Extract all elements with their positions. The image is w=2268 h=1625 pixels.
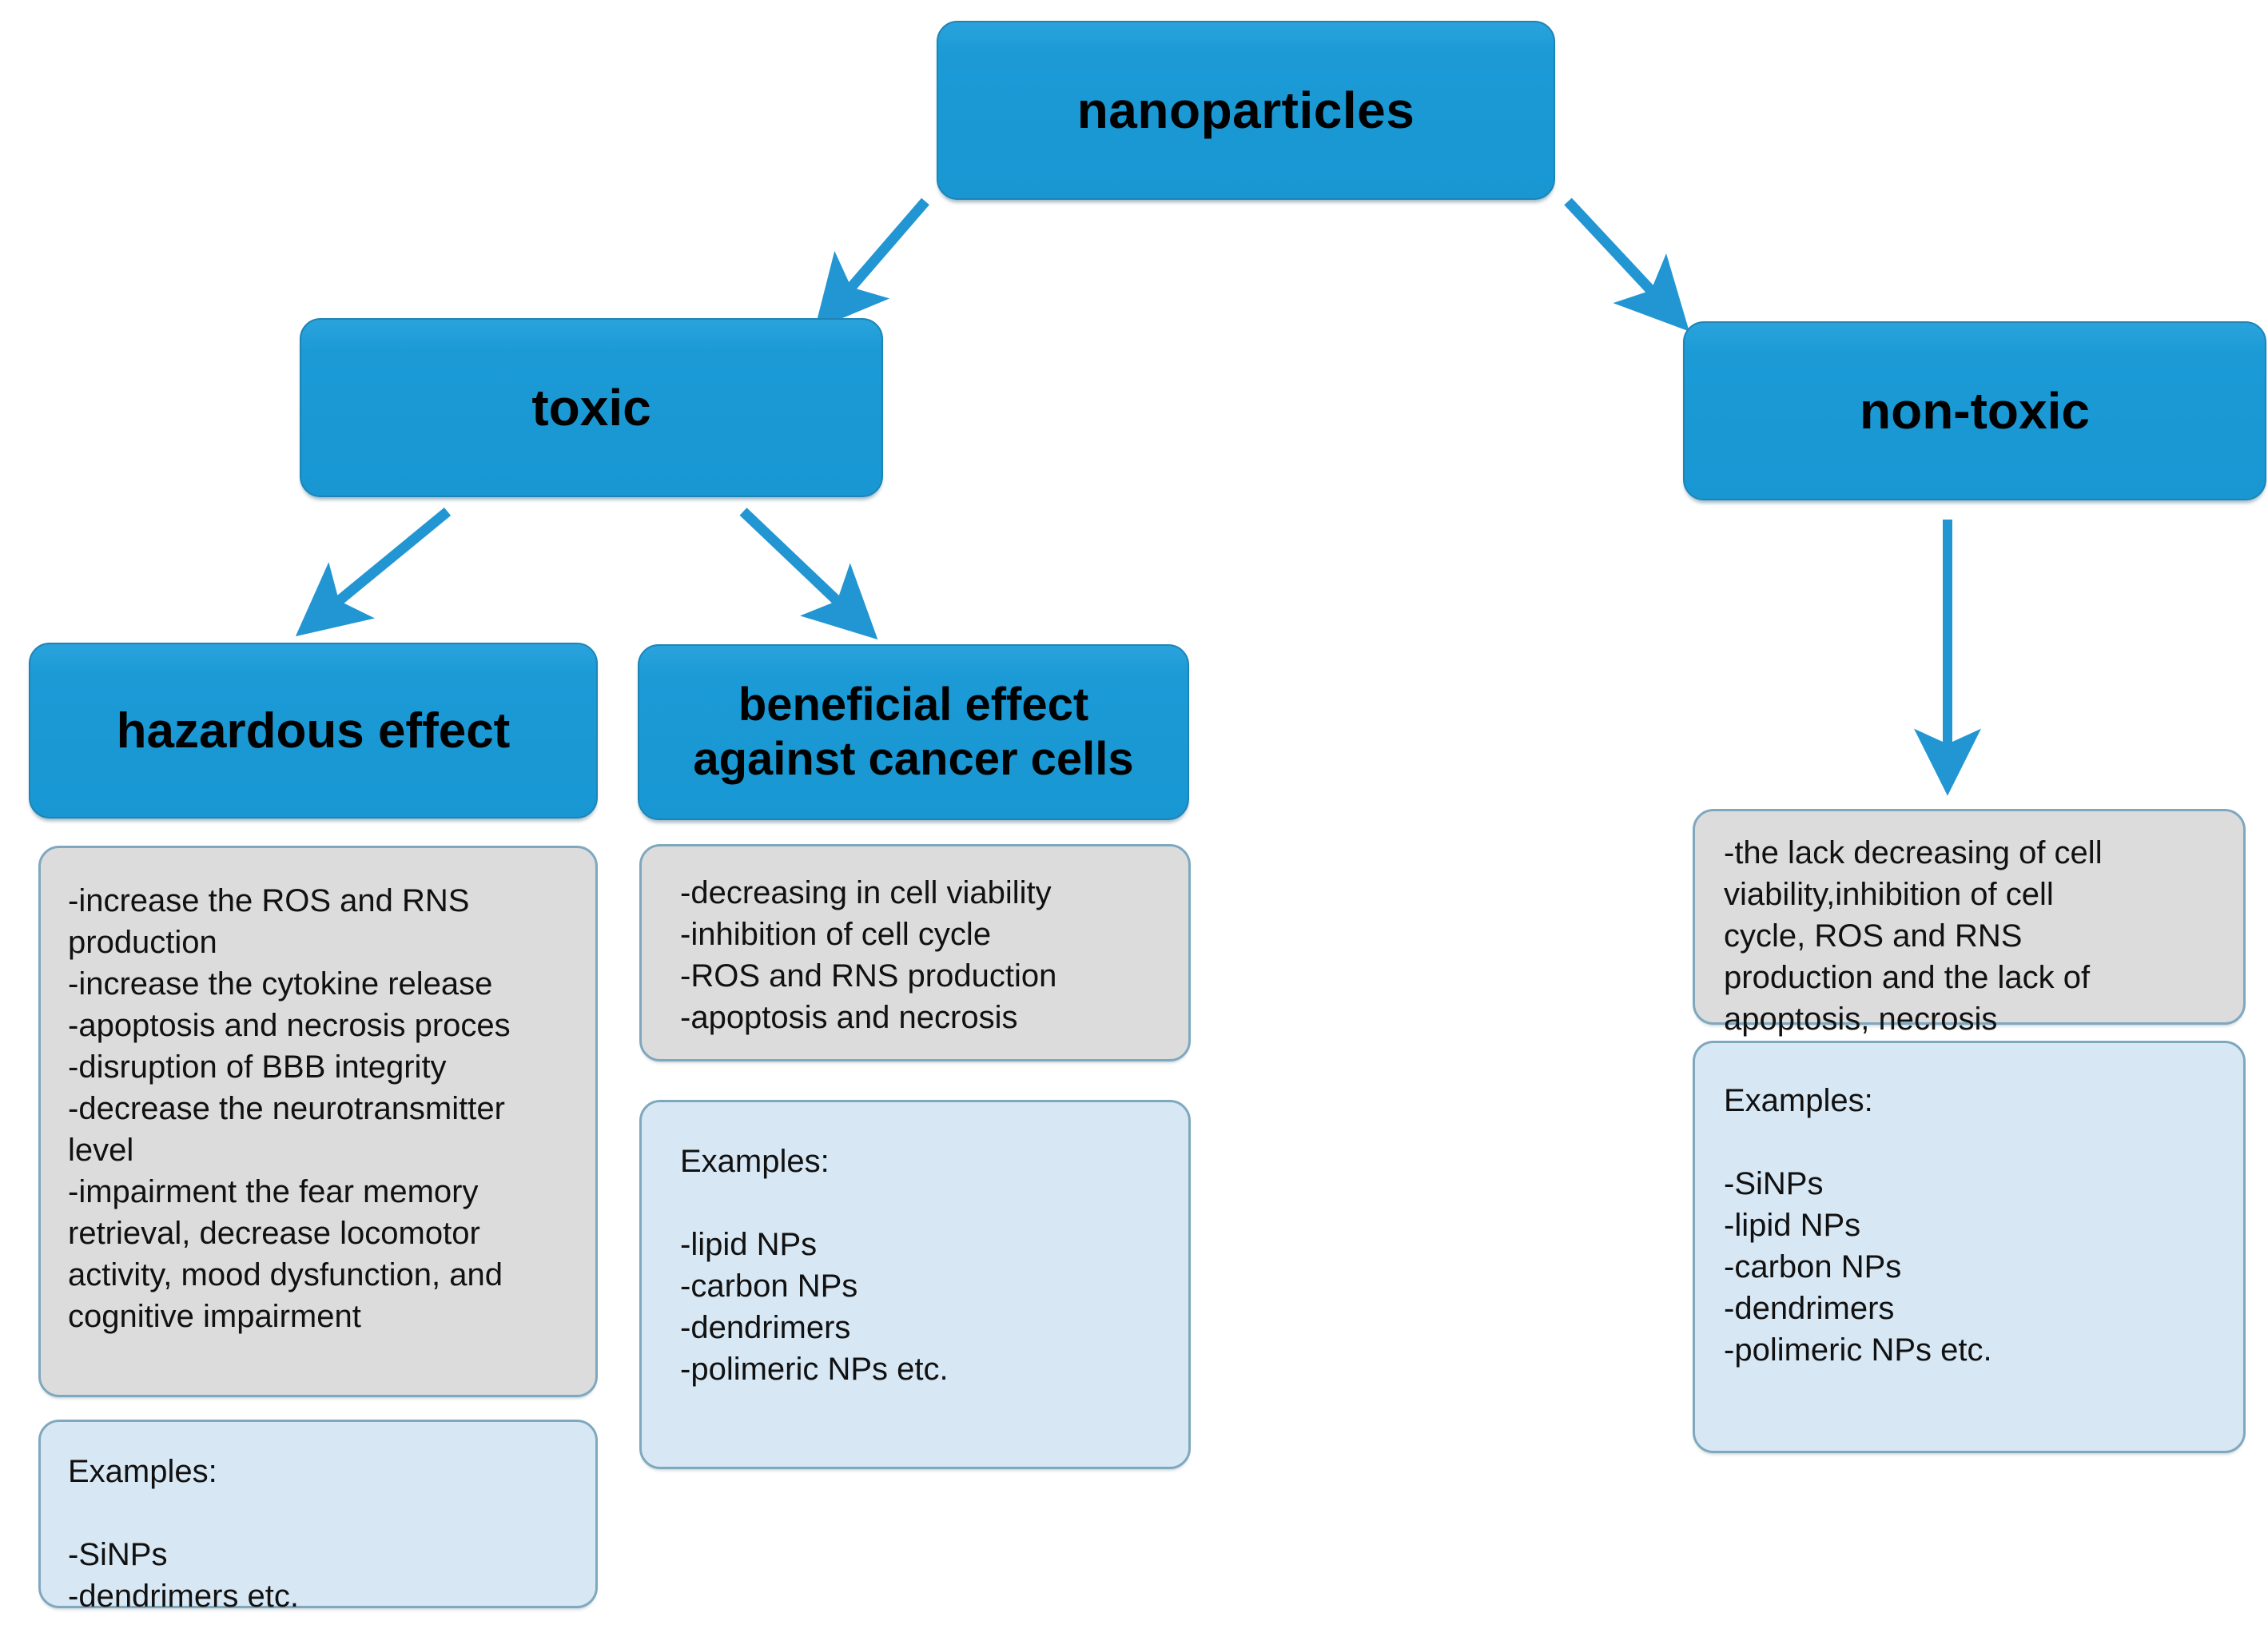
node-beneficial-effect-label: beneficial effect against cancer cells [693, 678, 1134, 785]
hazardous-examples-text: Examples: -SiNPs -dendrimers etc. [68, 1454, 299, 1614]
node-beneficial-effect[interactable]: beneficial effect against cancer cells [638, 644, 1189, 820]
node-hazardous-effect[interactable]: hazardous effect [29, 643, 598, 818]
edge-toxic-to-hazardous [295, 507, 452, 637]
node-hazardous-examples: Examples: -SiNPs -dendrimers etc. [38, 1420, 598, 1614]
node-nontoxic[interactable]: non-toxic [1683, 321, 2266, 500]
node-nanoparticles[interactable]: nanoparticles [937, 21, 1555, 200]
node-nanoparticles-label: nanoparticles [1076, 82, 1415, 139]
node-hazardous-effect-label: hazardous effect [116, 703, 511, 759]
node-nontoxic-details: -the lack decreasing of cell viability,i… [1693, 809, 2246, 1037]
node-toxic-label: toxic [531, 379, 651, 436]
nontoxic-examples-text: Examples: -SiNPs -lipid NPs -carbon NPs … [1724, 1083, 1992, 1368]
edge-root-to-toxic [814, 197, 929, 330]
edge-root-to-nontoxic [1564, 197, 1689, 332]
edge-toxic-to-beneficial [739, 508, 878, 640]
node-beneficial-examples: Examples: -lipid NPs -carbon NPs -dendri… [639, 1100, 1191, 1469]
node-toxic[interactable]: toxic [300, 318, 883, 497]
hazardous-details-text: -increase the ROS and RNS production -in… [68, 883, 511, 1334]
node-beneficial-details: -decreasing in cell viability -inhibitio… [639, 844, 1191, 1061]
node-nontoxic-label: non-toxic [1860, 382, 2090, 440]
node-nontoxic-examples: Examples: -SiNPs -lipid NPs -carbon NPs … [1693, 1041, 2246, 1453]
beneficial-examples-text: Examples: -lipid NPs -carbon NPs -dendri… [680, 1144, 949, 1387]
node-hazardous-details: -increase the ROS and RNS production -in… [38, 846, 598, 1397]
beneficial-details-text: -decreasing in cell viability -inhibitio… [680, 875, 1057, 1035]
nontoxic-details-text: -the lack decreasing of cell viability,i… [1724, 835, 2103, 1037]
